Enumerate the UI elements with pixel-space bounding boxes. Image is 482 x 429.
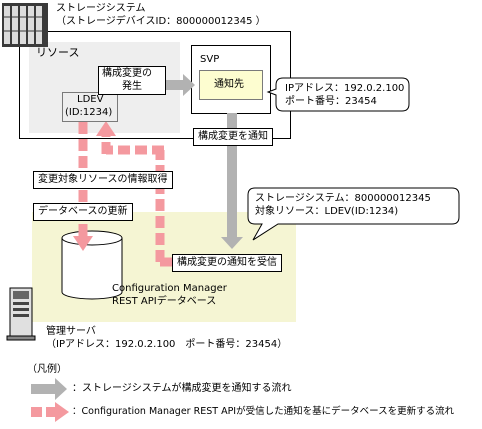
management-server-address: （IPアドレス：192.0.2.100 ポート番号：23454） bbox=[46, 339, 288, 350]
resource-area-label: リソース bbox=[36, 46, 80, 59]
receive-notification-label: 構成変更の通知を受信 bbox=[172, 254, 282, 272]
ldev-box bbox=[62, 92, 118, 122]
database-label-line1: Configuration Manager bbox=[112, 283, 227, 294]
storage-system-title: ストレージシステム bbox=[56, 3, 146, 14]
ldev-label-line1: LDEV bbox=[77, 94, 104, 105]
legend-gray-arrow-text: ：ストレージシステムが構成変更を通知する流れ bbox=[72, 383, 292, 394]
config-change-occurs-box bbox=[98, 66, 166, 95]
notify-target-box bbox=[199, 70, 263, 100]
notify-config-change-label: 構成変更を通知 bbox=[193, 128, 273, 146]
storage-device-id: （ストレージデバイスID：800000012345 ） bbox=[56, 16, 266, 27]
config-change-occurs-line1: 構成変更の bbox=[102, 68, 152, 79]
get-resource-info-label: 変更対象リソースの情報取得 bbox=[33, 171, 173, 189]
event-target-resource: 対象リソース：LDEV(ID:1234) bbox=[255, 206, 399, 217]
svp-port-number: ポート番号：23454 bbox=[285, 96, 377, 107]
event-storage-system: ストレージシステム：800000012345 bbox=[255, 193, 431, 204]
legend-pink-arrow-text: ：Configuration Manager REST APIが受信した通知を基… bbox=[72, 406, 455, 417]
legend-title: （凡例） bbox=[27, 364, 67, 375]
svp-label: SVP bbox=[200, 54, 220, 65]
ldev-label-line2: (ID:1234) bbox=[65, 107, 113, 118]
update-database-label: データベースの更新 bbox=[33, 203, 133, 221]
svp-ip-address: IPアドレス：192.0.2.100 bbox=[285, 83, 405, 94]
config-change-occurs-line2: 発生 bbox=[122, 81, 142, 92]
database-label-line2: REST APIデータベース bbox=[112, 296, 217, 307]
notify-target-label: 通知先 bbox=[214, 79, 244, 90]
management-server-title: 管理サーバ bbox=[46, 326, 96, 337]
